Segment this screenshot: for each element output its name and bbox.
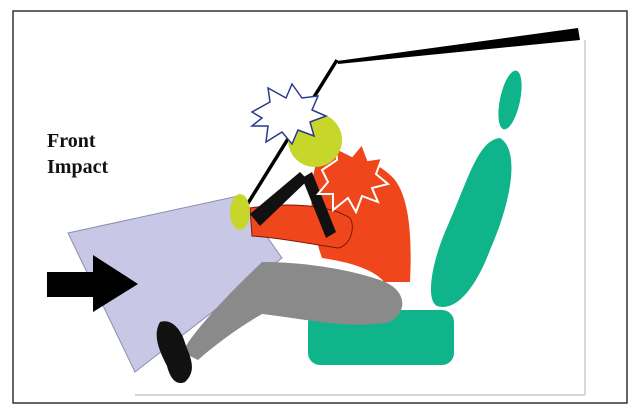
impact-label-line2: Impact (47, 154, 157, 180)
occupant-hand (230, 194, 250, 230)
impact-label-line1: Front (47, 128, 157, 154)
impact-label: Front Impact (47, 128, 157, 180)
